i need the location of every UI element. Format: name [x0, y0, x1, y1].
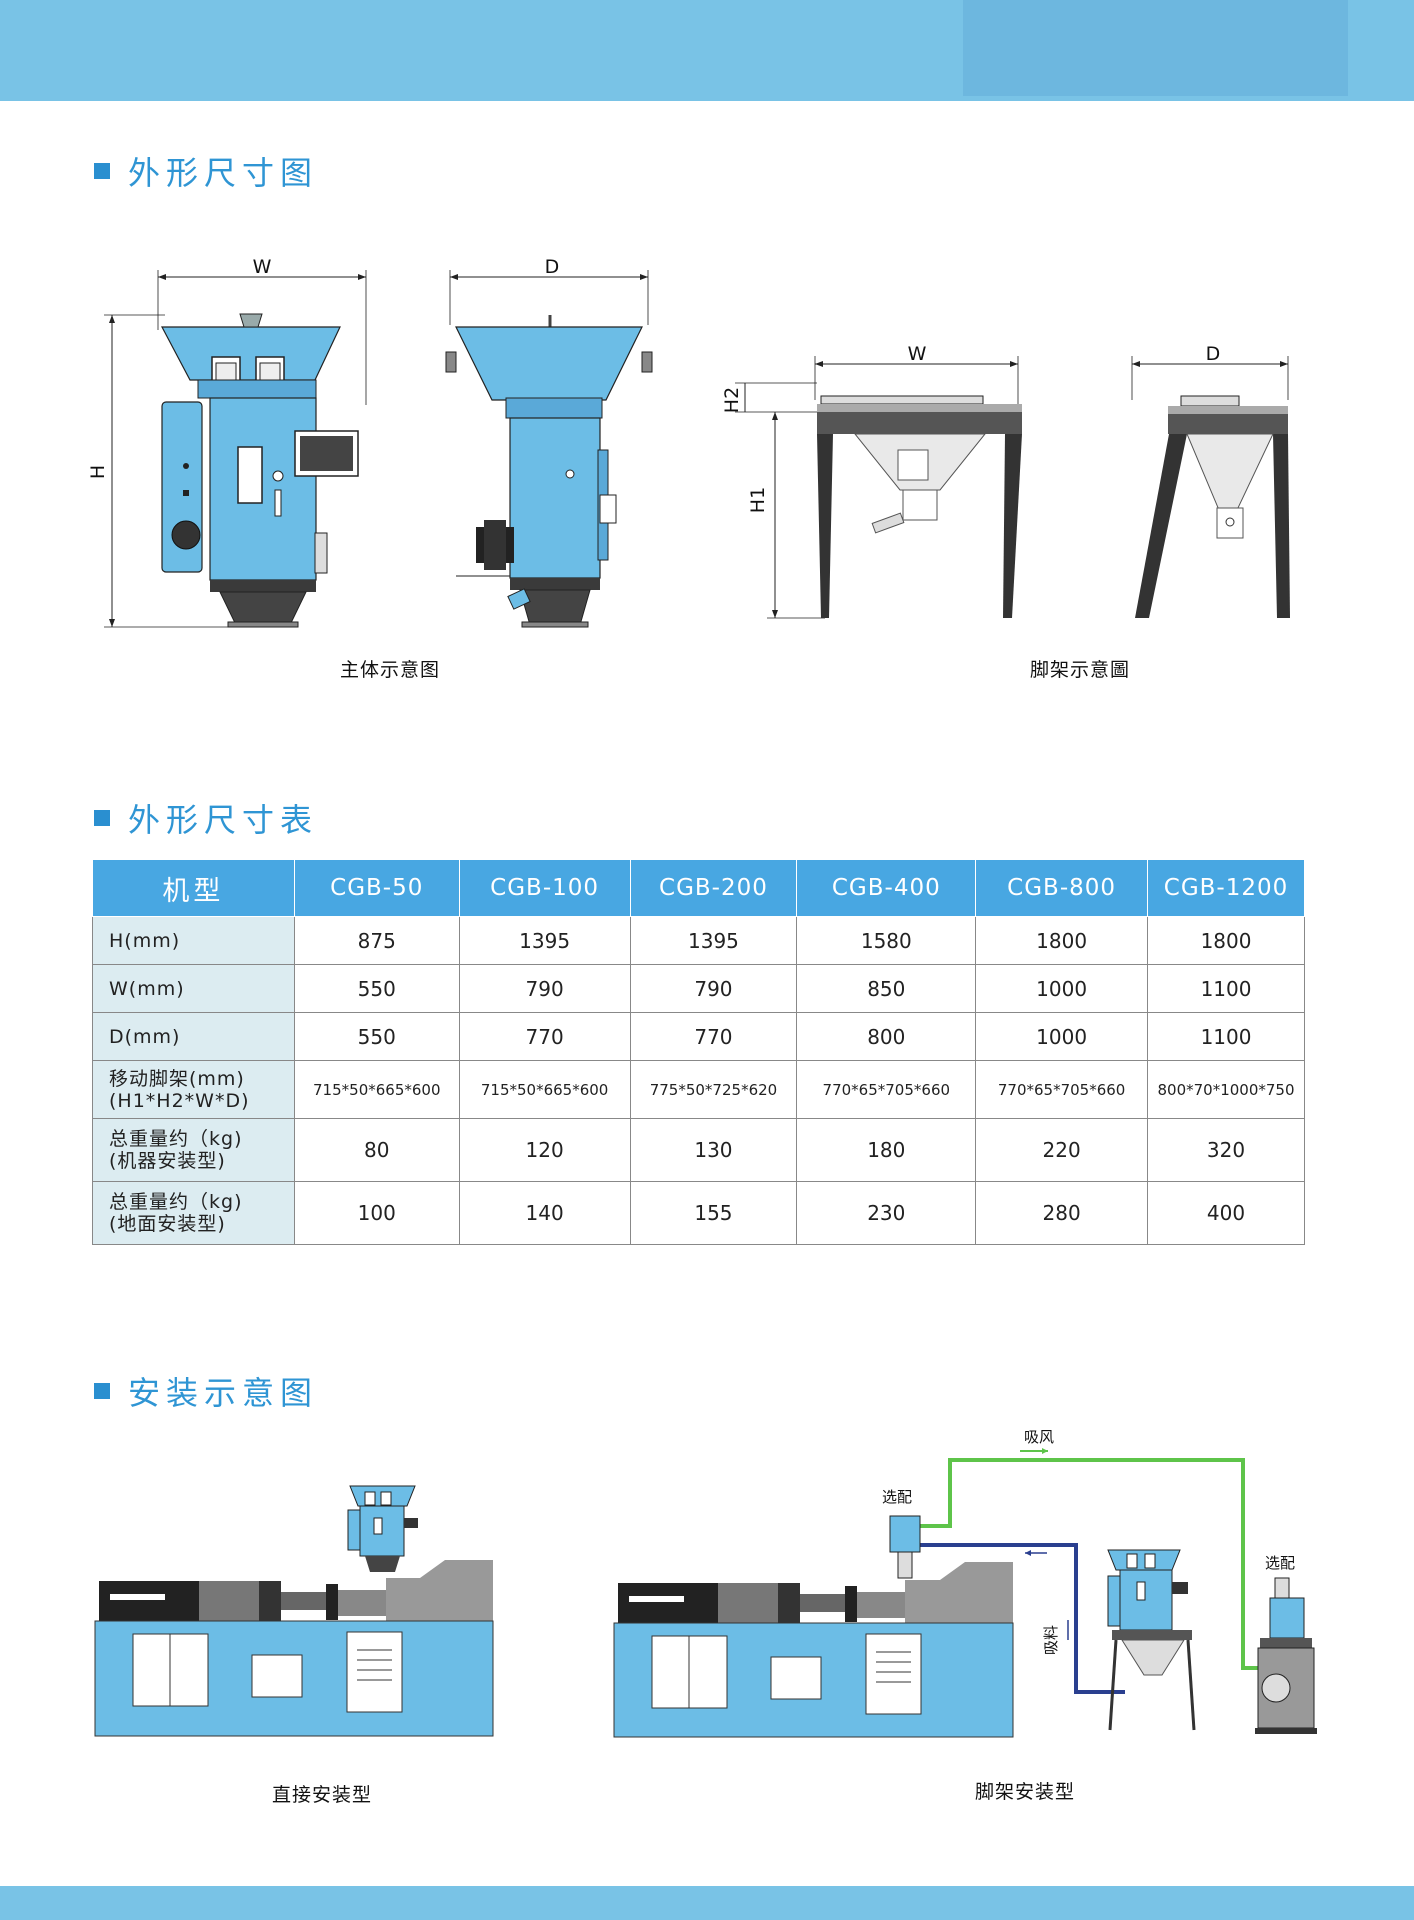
- stand-caption: 脚架示意圖: [1030, 659, 1131, 681]
- section-title-text: 外形尺寸图: [128, 154, 319, 192]
- table-cell: 850: [796, 964, 977, 1013]
- table-cell: 220: [975, 1118, 1149, 1182]
- table-cell: 280: [975, 1181, 1149, 1245]
- stand-d-label: D: [1206, 343, 1221, 365]
- table-row: 总重量约（kg)(地面安装型) 100 140 155 230 280 400: [92, 1181, 1305, 1245]
- table-cell: 790: [629, 964, 798, 1013]
- table-cell: 770: [458, 1012, 631, 1061]
- top-tab: [963, 0, 1348, 96]
- table-cell: 140: [458, 1181, 631, 1245]
- bottom-band: [0, 1886, 1414, 1920]
- section-title-text: 外形尺寸表: [128, 801, 319, 839]
- bullet-square-icon: [94, 1383, 110, 1399]
- table-cell: 320: [1147, 1118, 1305, 1182]
- direct-install-illustration: [94, 1485, 494, 1737]
- model-header: CGB-800: [975, 859, 1149, 917]
- direct-install-caption: 直接安装型: [272, 1784, 373, 1806]
- table-cell: 775*50*725*620: [629, 1060, 798, 1119]
- optional-label-1: 选配: [882, 1488, 912, 1506]
- side-drawing: D: [445, 256, 653, 628]
- main-body-drawing: W H: [87, 256, 367, 628]
- stand-h1-label: H1: [747, 487, 769, 513]
- table-cell: 790: [458, 964, 631, 1013]
- row-label: W(mm): [92, 964, 295, 1013]
- bullet-square-icon: [94, 163, 110, 179]
- model-header: CGB-400: [796, 859, 977, 917]
- table-cell: 400: [1147, 1181, 1305, 1245]
- dimension-table: 机型 CGB-50 CGB-100 CGB-200 CGB-400 CGB-80…: [92, 859, 1305, 1245]
- stand-install-caption: 脚架安装型: [975, 1781, 1076, 1803]
- table-cell: 155: [629, 1181, 798, 1245]
- stand-w-label: W: [908, 343, 927, 365]
- section-title-installation: 安装示意图: [94, 1368, 318, 1414]
- table-header-row: 机型 CGB-50 CGB-100 CGB-200 CGB-400 CGB-80…: [92, 859, 1305, 917]
- stand-front-drawing: W H2 H1: [721, 343, 1022, 619]
- table-cell: 230: [796, 1181, 977, 1245]
- table-row: 总重量约（kg)(机器安装型) 80 120 130 180 220 320: [92, 1118, 1305, 1182]
- table-cell: 715*50*665*600: [458, 1060, 631, 1119]
- table-row: H(mm) 875 1395 1395 1580 1800 1800: [92, 916, 1305, 965]
- table-cell: 1800: [975, 916, 1149, 965]
- section-title-outline: 外形尺寸图: [94, 148, 318, 194]
- bullet-square-icon: [94, 810, 110, 826]
- row-label: 总重量约（kg)(地面安装型): [92, 1181, 295, 1245]
- suction-material-label: 吸料: [1042, 1625, 1060, 1655]
- stand-install-illustration: 吸风 吸料 选配 选配: [613, 1428, 1317, 1738]
- table-cell: 1100: [1147, 1012, 1305, 1061]
- model-header: 机型: [92, 859, 295, 917]
- side-d-label: D: [545, 256, 560, 278]
- row-label: 移动脚架(mm)(H1*H2*W*D): [92, 1060, 295, 1119]
- main-body-caption: 主体示意图: [340, 659, 441, 681]
- main-w-label: W: [253, 256, 272, 278]
- table-cell: 80: [293, 1118, 460, 1182]
- table-cell: 1000: [975, 1012, 1149, 1061]
- optional-label-2: 选配: [1265, 1554, 1295, 1572]
- model-header: CGB-100: [458, 859, 631, 917]
- stand-h2-label: H2: [721, 387, 743, 413]
- table-cell: 1395: [629, 916, 798, 965]
- table-cell: 800: [796, 1012, 977, 1061]
- main-h-label: H: [87, 465, 109, 479]
- table-cell: 120: [458, 1118, 631, 1182]
- row-label: 总重量约（kg)(机器安装型): [92, 1118, 295, 1182]
- table-cell: 550: [293, 964, 460, 1013]
- table-cell: 800*70*1000*750: [1147, 1060, 1305, 1119]
- table-cell: 770: [629, 1012, 798, 1061]
- section-title-table: 外形尺寸表: [94, 795, 318, 841]
- stand-side-drawing: D: [1131, 343, 1290, 618]
- model-header: CGB-1200: [1147, 859, 1305, 917]
- row-label: H(mm): [92, 916, 295, 965]
- model-header: CGB-200: [629, 859, 798, 917]
- row-label: D(mm): [92, 1012, 295, 1061]
- table-cell: 1000: [975, 964, 1149, 1013]
- model-header: CGB-50: [293, 859, 460, 917]
- table-cell: 770*65*705*660: [796, 1060, 977, 1119]
- table-cell: 130: [629, 1118, 798, 1182]
- table-cell: 875: [293, 916, 460, 965]
- table-cell: 100: [293, 1181, 460, 1245]
- table-row: D(mm) 550 770 770 800 1000 1100: [92, 1012, 1305, 1061]
- table-row: W(mm) 550 790 790 850 1000 1100: [92, 964, 1305, 1013]
- table-cell: 1580: [796, 916, 977, 965]
- table-cell: 715*50*665*600: [293, 1060, 460, 1119]
- table-cell: 1395: [458, 916, 631, 965]
- table-cell: 1100: [1147, 964, 1305, 1013]
- table-cell: 1800: [1147, 916, 1305, 965]
- table-row: 移动脚架(mm)(H1*H2*W*D) 715*50*665*600 715*5…: [92, 1060, 1305, 1119]
- table-cell: 770*65*705*660: [975, 1060, 1149, 1119]
- suction-air-label: 吸风: [1024, 1428, 1054, 1446]
- table-cell: 550: [293, 1012, 460, 1061]
- section-title-text: 安装示意图: [128, 1374, 319, 1412]
- table-cell: 180: [796, 1118, 977, 1182]
